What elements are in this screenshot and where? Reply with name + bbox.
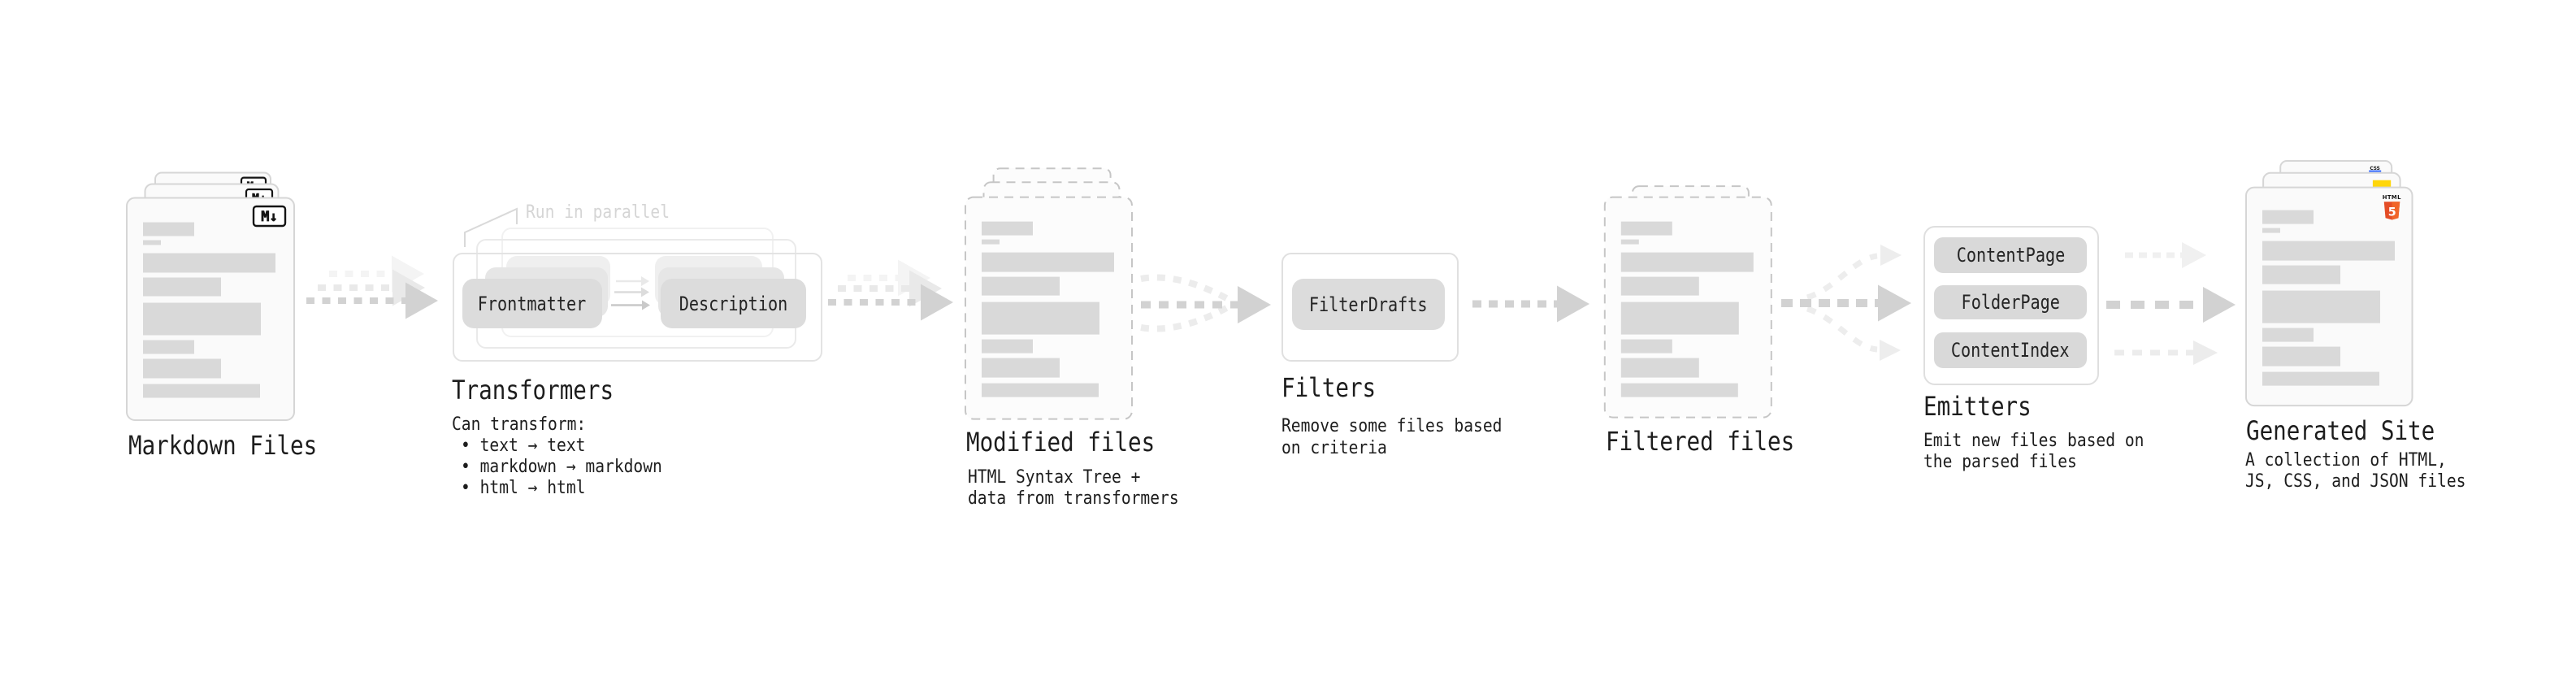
- filterdrafts-box: FilterDrafts: [1292, 279, 1445, 330]
- contentindex-label: ContentIndex: [1951, 338, 2070, 362]
- css-icon-text: CSS: [2370, 167, 2379, 171]
- transformers-label: Transformers: [452, 374, 614, 406]
- doc-placeholder-lines: [2262, 210, 2395, 386]
- emitters-desc-1: Emit new files based on: [1923, 430, 2144, 451]
- arrow-filtered-to-emitters: [1781, 245, 1911, 361]
- emitters-desc-2: the parsed files: [1923, 451, 2077, 472]
- modified-files-label: Modified files: [966, 426, 1156, 458]
- folderpage-box: FolderPage: [1934, 285, 2087, 320]
- generated-site-desc-2: JS, CSS, and JSON files: [2245, 471, 2466, 492]
- arrow-modified-to-filters: [1140, 274, 1271, 332]
- transformers-bullet-2: • markdown → markdown: [461, 456, 662, 477]
- html5-icon-five: 5: [2388, 206, 2396, 219]
- transformers-description: Can transform:: [452, 414, 587, 436]
- description-label: Description: [679, 292, 788, 315]
- generated-site-label: Generated Site: [2245, 414, 2435, 446]
- modified-files-desc-2: data from transformers: [967, 488, 1179, 509]
- filtered-files-doc-stack: [1603, 185, 1772, 419]
- arrow-emitters-to-site: [2106, 242, 2236, 365]
- contentpage-box: ContentPage: [1934, 237, 2087, 274]
- filters-desc-1: Remove some files based: [1281, 416, 1503, 437]
- filters-desc-2: on criteria: [1281, 437, 1387, 458]
- description-box: Description: [661, 279, 807, 329]
- arrow-markdown-to-transformers: [306, 255, 438, 319]
- arrow-frontmatter-to-description: [611, 276, 650, 310]
- run-in-parallel-annotation: Run in parallel: [525, 202, 670, 223]
- arrow-transformers-to-modified: [828, 259, 953, 321]
- html5-icon: HTML 5: [2383, 194, 2401, 220]
- doc-placeholder-lines: [1620, 221, 1754, 397]
- frontmatter-label: Frontmatter: [477, 292, 587, 315]
- contentindex-box: ContentIndex: [1934, 332, 2087, 368]
- contentpage-label: ContentPage: [1956, 244, 2065, 267]
- js-icon: [2372, 180, 2392, 188]
- modified-files-doc-stack: [965, 167, 1133, 420]
- frontmatter-box: Frontmatter: [462, 279, 602, 329]
- arrow-filters-to-filtered: [1472, 285, 1589, 323]
- filters-label: Filters: [1281, 372, 1376, 404]
- emitters-label: Emitters: [1923, 390, 2032, 422]
- generated-site-desc-1: A collection of HTML,: [2245, 449, 2448, 471]
- filtered-files-label: Filtered files: [1606, 426, 1795, 458]
- folderpage-label: FolderPage: [1961, 291, 2060, 314]
- markdown-icon-glyph: M↓: [261, 209, 277, 225]
- generated-site-doc-stack: CSS HTML 5: [2245, 160, 2413, 407]
- doc-placeholder-lines: [143, 222, 275, 398]
- modified-files-desc-1: HTML Syntax Tree +: [967, 467, 1140, 488]
- transformers-bullet-1: • text → text: [461, 435, 586, 456]
- filterdrafts-label: FilterDrafts: [1309, 293, 1428, 316]
- transformers-bullet-3: • html → html: [461, 477, 586, 498]
- markdown-files-doc-stack: M↓ M↓ M↓: [126, 171, 295, 421]
- run-in-parallel-callout-line: [464, 207, 518, 247]
- markdown-icon-front: M↓: [252, 205, 287, 228]
- transformers-container-front: [453, 252, 822, 362]
- css-icon: CSS: [2369, 167, 2382, 172]
- doc-placeholder-lines: [982, 221, 1114, 397]
- html5-icon-text: HTML: [2383, 194, 2401, 201]
- markdown-files-label: Markdown Files: [128, 430, 318, 461]
